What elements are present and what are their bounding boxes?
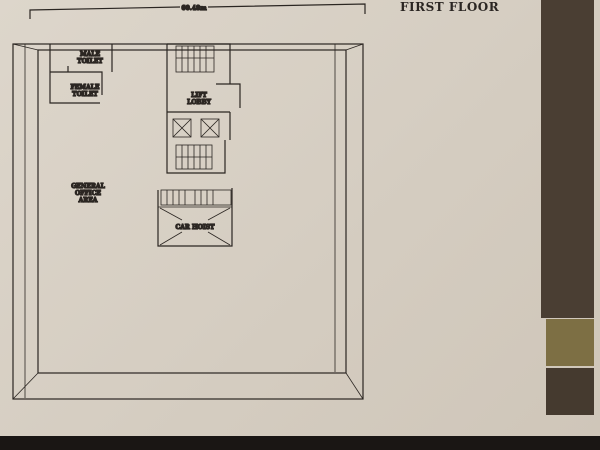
office-label-3: AREA [78,197,98,204]
stair-bottom-icon [175,144,213,170]
color-swatch-olive [546,319,594,366]
table-edge [0,436,600,450]
female-toilet-label-1: FEMALE [71,84,100,91]
office-label-1: GENERAL [71,183,105,190]
color-swatch-dark [546,368,594,415]
color-band [541,0,594,318]
lift-lobby-label-1: LIFT [191,92,207,99]
male-toilet-label-1: MALE [80,51,101,58]
lift-lobby-label-2: LOBBY [187,99,211,106]
male-toilet-label-2: TOILET [77,58,103,65]
sheet-title: FIRST FLOOR [400,0,500,14]
toilets: MALE TOILET FEMALE TOILET [49,44,113,104]
paper-sheet [0,0,600,436]
outer-wall [12,43,364,400]
dimension-label: 60.48m [181,5,207,12]
lift-core: LIFT LOBBY [166,43,241,174]
car-hoist-label: CAR HOIST [175,224,215,231]
lift-car-icon [172,118,220,138]
office-label-2: OFFICE [75,190,101,197]
female-toilet-label-2: TOILET [72,91,98,98]
stair-top-icon [175,45,215,73]
inner-wall [37,49,347,374]
car-hoist: CAR HOIST [157,188,233,247]
dimension-line: 60.48m [29,3,366,19]
